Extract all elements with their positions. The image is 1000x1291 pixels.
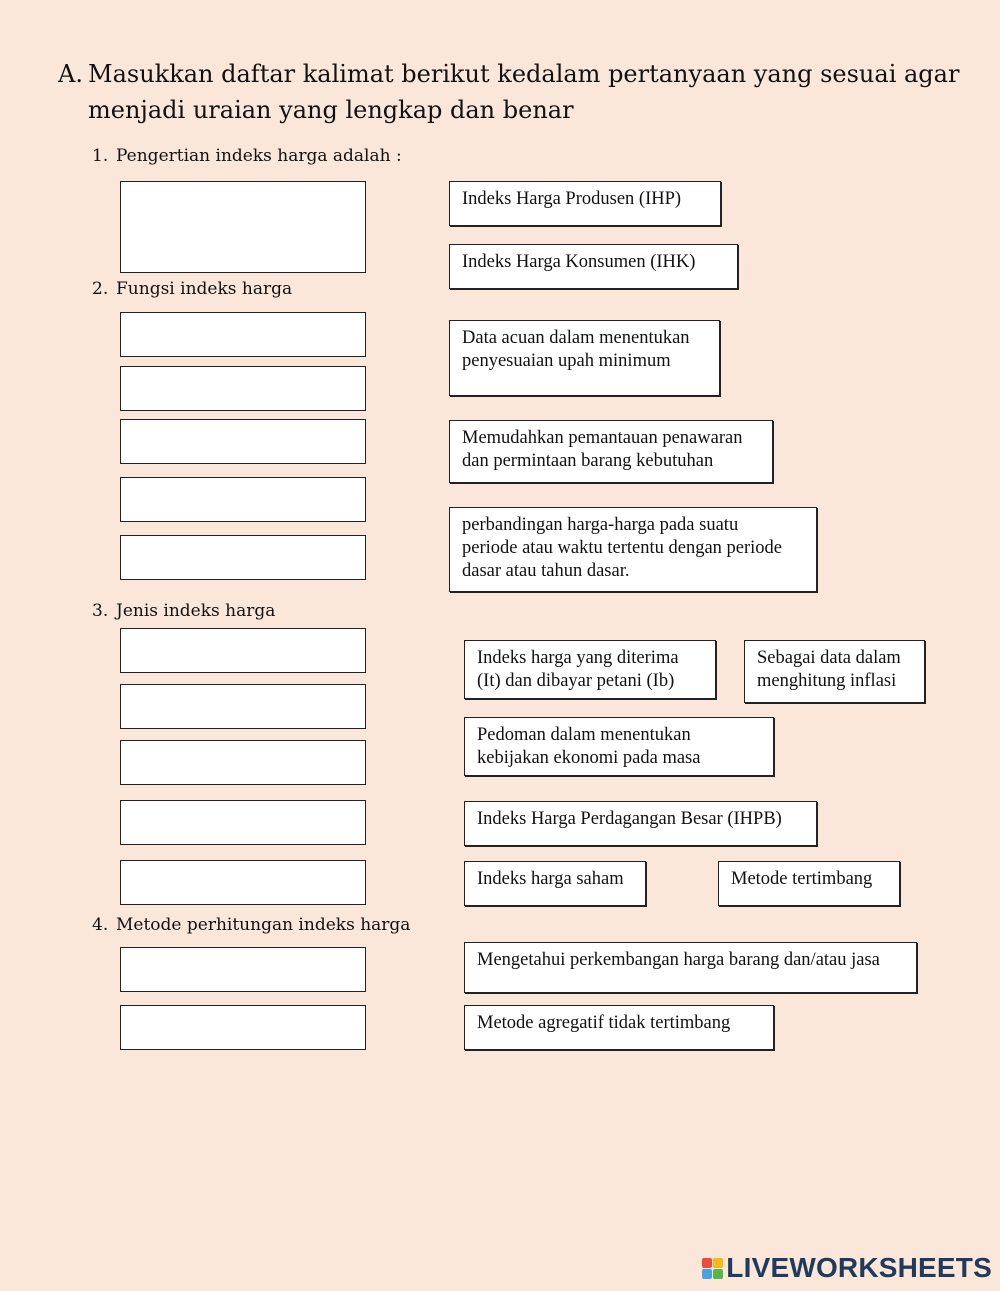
option-pemantauan[interactable]: Memudahkan pemantauan penawaran dan perm… [449, 420, 773, 483]
option-indeks-saham[interactable]: Indeks harga saham [464, 861, 646, 906]
question-number: 3. [92, 601, 109, 621]
option-inflasi[interactable]: Sebagai data dalam menghitung inflasi [744, 640, 925, 703]
question-text: Metode perhitungan indeks harga [116, 915, 411, 935]
option-ihpb[interactable]: Indeks Harga Perdagangan Besar (IHPB) [464, 801, 817, 846]
question-number: 4. [92, 915, 109, 935]
option-indeks-petani[interactable]: Indeks harga yang diterima (It) dan diba… [464, 640, 716, 699]
option-perbandingan-harga[interactable]: perbandingan harga-harga pada suatu peri… [449, 507, 817, 592]
option-perkembangan-harga[interactable]: Mengetahui perkembangan harga barang dan… [464, 942, 917, 993]
option-kebijakan-ekonomi[interactable]: Pedoman dalam menentukan kebijakan ekono… [464, 717, 774, 776]
liveworksheets-logo-icon [702, 1257, 724, 1279]
question-number: 2. [92, 279, 109, 299]
option-metode-tertimbang[interactable]: Metode tertimbang [718, 861, 900, 906]
question-3: 3. Jenis indeks harga [92, 601, 275, 621]
answer-slot-1[interactable] [120, 181, 366, 273]
instruction-heading: Masukkan daftar kalimat berikut kedalam … [88, 60, 960, 124]
option-upah-minimum[interactable]: Data acuan dalam menentukan penyesuaian … [449, 320, 720, 396]
answer-slot-4b[interactable] [120, 1005, 366, 1050]
answer-slot-2c[interactable] [120, 419, 366, 464]
question-text: Pengertian indeks harga adalah : [116, 146, 402, 166]
option-ihp[interactable]: Indeks Harga Produsen (IHP) [449, 181, 721, 226]
answer-slot-4a[interactable] [120, 947, 366, 992]
option-agregatif[interactable]: Metode agregatif tidak tertimbang [464, 1005, 774, 1050]
answer-slot-2b[interactable] [120, 366, 366, 411]
answer-slot-2d[interactable] [120, 477, 366, 522]
question-4: 4. Metode perhitungan indeks harga [92, 915, 410, 935]
answer-slot-3b[interactable] [120, 684, 366, 729]
question-number: 1. [92, 146, 109, 166]
liveworksheets-logo: LIVEWORKSHEETS [702, 1252, 992, 1283]
answer-slot-3a[interactable] [120, 628, 366, 673]
answer-slot-2e[interactable] [120, 535, 366, 580]
question-text: Fungsi indeks harga [116, 279, 293, 299]
answer-slot-3e[interactable] [120, 860, 366, 905]
option-ihk[interactable]: Indeks Harga Konsumen (IHK) [449, 244, 738, 289]
brand-name: LIVEWORKSHEETS [726, 1252, 992, 1283]
answer-slot-3c[interactable] [120, 740, 366, 785]
section-letter: A. [58, 60, 83, 88]
answer-slot-3d[interactable] [120, 800, 366, 845]
question-2: 2. Fungsi indeks harga [92, 279, 292, 299]
question-text: Jenis indeks harga [116, 601, 276, 621]
answer-slot-2a[interactable] [120, 312, 366, 357]
question-1: 1. Pengertian indeks harga adalah : [92, 146, 402, 166]
